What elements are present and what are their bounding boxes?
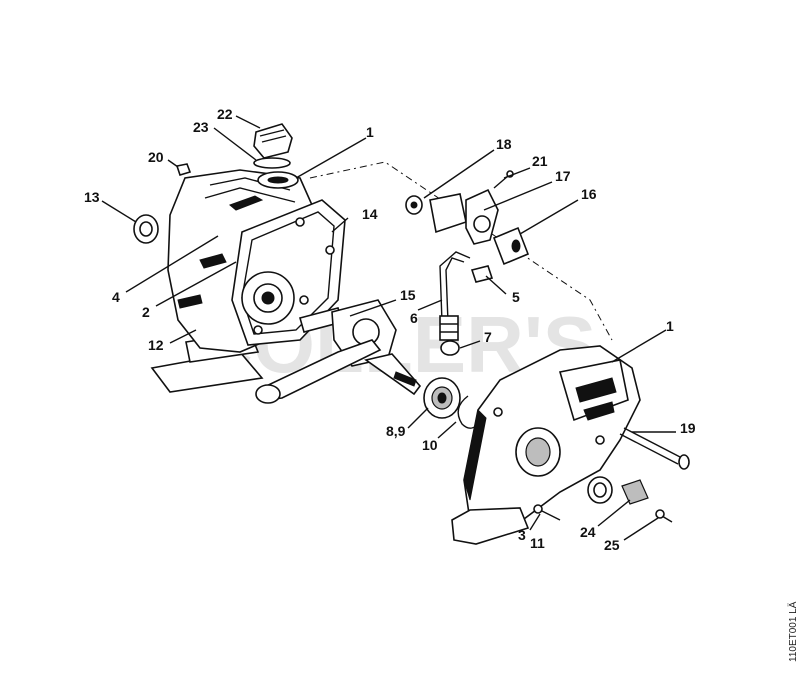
housing-fin [204,187,296,203]
fuel-hose [445,257,465,323]
callout-24: 24 [580,524,596,540]
bolt-hole [299,295,309,305]
crank-output-shaft [364,353,422,396]
rubber-buffer-2 [492,226,530,266]
callout-4: 4 [112,289,120,305]
callout-1-lower: 1 [666,318,674,334]
fuel-cap-assembly [253,123,299,189]
bearing-bore [261,291,275,305]
fuel-cap [253,123,293,159]
housing-shadow-right [575,377,617,403]
pickup-weight [440,340,460,356]
long-screw [619,427,690,470]
callout-10: 10 [422,437,438,453]
housing-shadow [199,253,227,269]
mounting-parts [405,170,530,283]
callout-8-9: 8,9 [386,423,406,439]
screw-25 [655,509,673,523]
bracket-hole [473,215,491,233]
screw-3 [533,504,561,521]
rubber-buffer [429,193,467,234]
callout-15: 15 [400,287,416,303]
housing-shadow-right [463,408,487,501]
callout-5: 5 [512,289,520,305]
fuel-cap-rib [259,129,285,137]
fuel-filter [439,315,459,341]
left-crankcase-half [150,169,346,393]
bolt-hole [325,245,335,255]
callout-13: 13 [84,189,100,205]
washer-hole [410,201,418,209]
callout-19: 19 [680,420,696,436]
small-end [255,384,281,404]
callout-17: 17 [555,168,571,184]
right-crankcase-half [451,345,641,545]
fuel-cap-rib [261,135,287,143]
cover-plate [621,479,649,505]
callout-21: 21 [532,153,548,169]
callout-3: 3 [518,527,526,543]
bolt-hole [295,217,305,227]
callout-22: 22 [217,106,233,122]
main-bearing [423,377,461,419]
shaft-thread [393,371,417,387]
housing-shadow-right [583,401,615,421]
callout-18: 18 [496,136,512,152]
filter-ribs [440,323,458,333]
callout-2: 2 [142,304,150,320]
callout-11: 11 [530,535,545,551]
oil-seal-left [133,214,159,244]
callout-12: 12 [148,337,164,353]
hex-nut [175,163,192,176]
crank-pin [352,318,380,346]
callout-7: 7 [484,329,492,345]
bolt-hole [493,407,503,417]
bearing-seat-inner [525,437,551,467]
housing-shadow [177,294,203,309]
bolt-hole [595,435,605,445]
callout-20: 20 [148,149,164,165]
callout-23: 23 [193,119,209,135]
oil-seal-right [587,476,613,504]
callout-25: 25 [604,537,620,553]
housing-shadow [229,195,264,211]
leader-lines [101,115,676,541]
housing-foot [451,507,530,545]
callout-16: 16 [581,186,597,202]
callout-1-upper: 1 [366,124,374,140]
callout-6: 6 [410,310,418,326]
callout-labels: 22 23 20 1 13 14 4 2 12 15 18 21 17 16 5… [84,106,696,553]
buffer-hole [511,239,521,253]
alignment-line [309,161,613,341]
cap-seal-ring [253,157,291,169]
crankshaft [255,299,422,404]
fuel-pickup [439,251,471,356]
drawing-code: 110ET001 LÄ [787,601,799,662]
fuel-hose [439,251,471,323]
filler-neck-opening [267,176,289,184]
callout-14: 14 [362,206,378,222]
bolt-hole [253,325,263,335]
plug [470,265,494,283]
